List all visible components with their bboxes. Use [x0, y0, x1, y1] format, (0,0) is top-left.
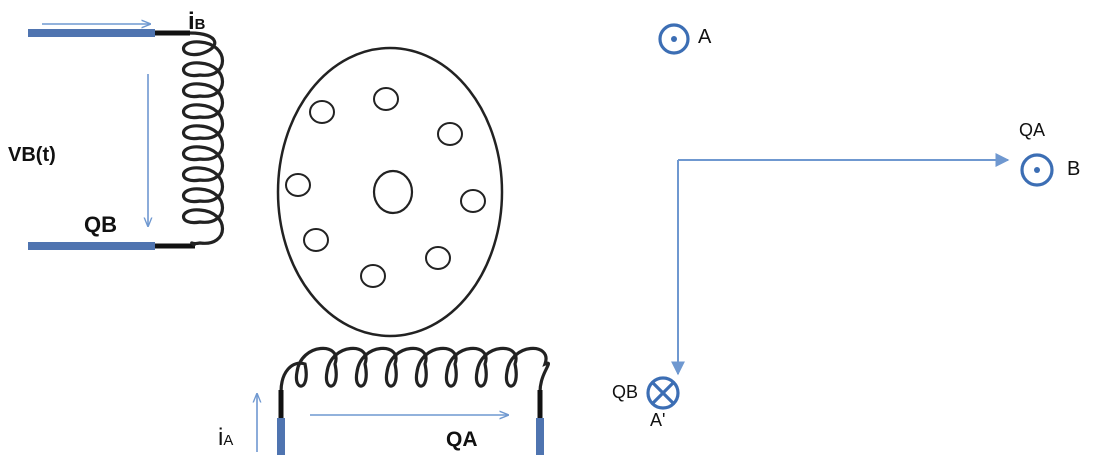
current-b-symbol: i — [188, 8, 195, 35]
rotor-tooth-hole — [285, 173, 311, 197]
rotor-tooth-hole — [460, 189, 486, 213]
coil-a-winding — [279, 346, 551, 393]
coil-b-terminal-label: QB — [84, 212, 117, 237]
current-b-label: iB — [188, 8, 205, 36]
rotor-tooth-hole — [360, 264, 386, 288]
point-a-prime-label: A' — [650, 410, 666, 430]
rotor-tooth-hole — [309, 100, 335, 124]
rotor-tooth-hole — [437, 122, 463, 146]
coil-b — [28, 24, 225, 250]
voltage-b-label: VB(t) — [8, 144, 56, 166]
rotor-tooth-hole — [425, 246, 451, 270]
cross-in-circle-icon — [646, 376, 680, 410]
vector-diagram — [646, 23, 1054, 410]
point-a-prime-side-label: QB — [612, 382, 639, 402]
point-b-label: B — [1067, 158, 1081, 180]
current-a-label: iA — [218, 424, 233, 452]
current-a-subscript: A — [223, 433, 234, 449]
coil-a-terminal-label: QA — [446, 428, 478, 451]
rotor-tooth-hole — [373, 87, 399, 111]
rotor-outline — [276, 46, 504, 338]
coil-b-winding — [181, 31, 225, 248]
point-a-label: A — [698, 26, 712, 48]
point-b-top-label: QA — [1019, 120, 1046, 140]
rotor-tooth-hole — [303, 228, 329, 252]
coil-a — [257, 346, 551, 455]
current-a-symbol: i — [218, 424, 224, 451]
current-b-subscript: B — [194, 17, 206, 33]
rotor-disc-icon — [276, 46, 504, 338]
dot-in-circle-icon — [1020, 153, 1054, 187]
rotor-center-hole — [372, 169, 414, 215]
dot-in-circle-icon — [658, 23, 690, 55]
